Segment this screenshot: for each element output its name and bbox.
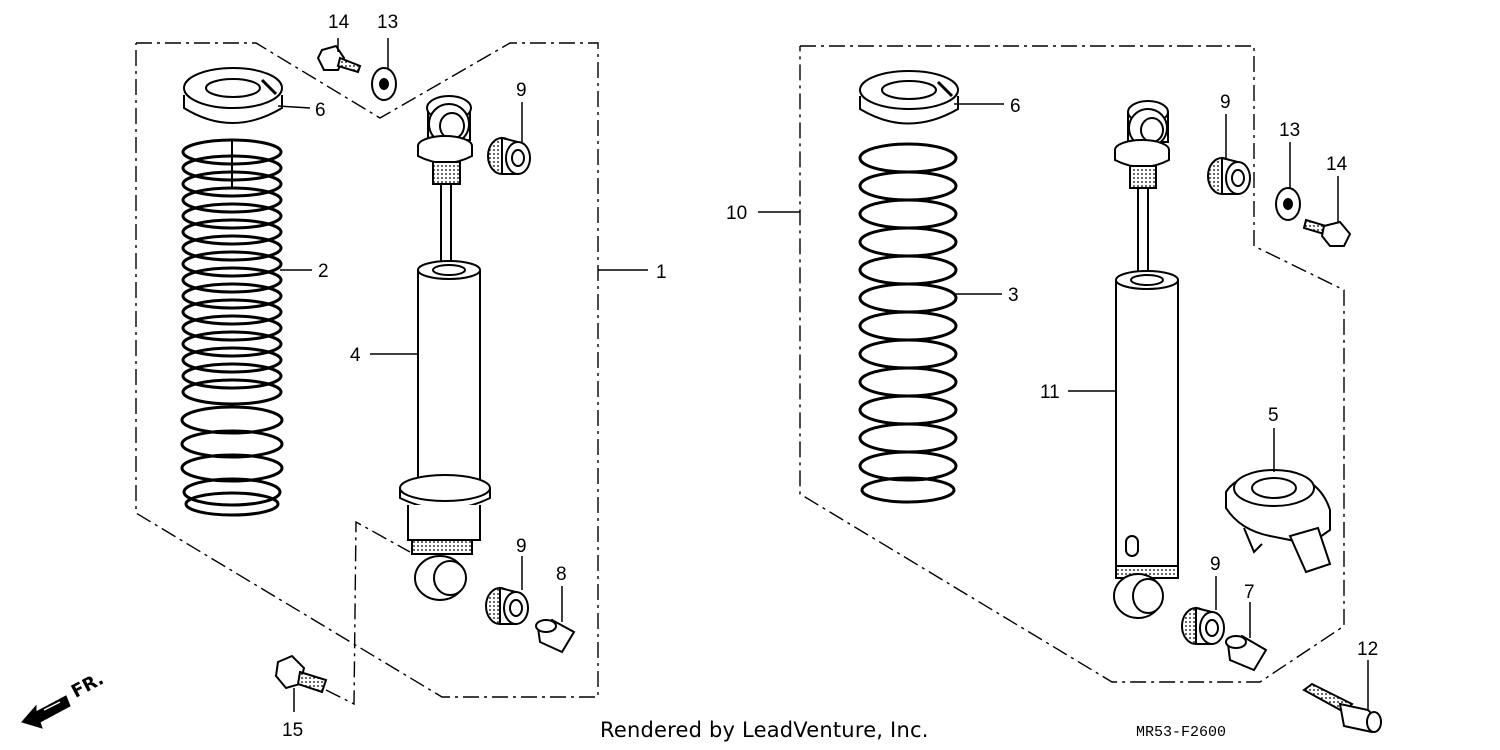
spring-seat-left — [183, 67, 283, 124]
callout-9-right-upper: 9 — [1220, 92, 1231, 113]
callout-10: 10 — [726, 203, 747, 224]
callout-2: 2 — [318, 261, 329, 282]
spring-adjuster — [1225, 469, 1332, 574]
callout-12: 12 — [1357, 639, 1378, 660]
diagram-code: MR53-F2600 — [1136, 724, 1227, 741]
callout-numbers: 1 2 3 4 5 6 6 7 8 9 9 9 9 10 11 12 13 13… — [282, 12, 1378, 741]
callout-3: 3 — [1008, 285, 1019, 306]
collar-right — [1225, 634, 1268, 672]
collar-left — [535, 618, 576, 654]
coil-spring-left — [180, 138, 284, 517]
callout-14-right: 14 — [1326, 154, 1348, 175]
callout-8: 8 — [556, 564, 567, 585]
front-direction-arrow-icon — [21, 695, 71, 729]
callout-14-left: 14 — [328, 12, 350, 33]
callout-9-left-upper: 9 — [516, 80, 527, 101]
callout-9-left-lower: 9 — [516, 536, 527, 557]
coil-spring-right — [858, 142, 958, 504]
bushing-left-upper — [487, 136, 531, 175]
leader-lines — [277, 38, 1369, 712]
shock-absorber-right — [1113, 100, 1179, 619]
bushing-left-lower — [485, 586, 529, 625]
callout-6-left: 6 — [315, 100, 326, 121]
spring-seat-right — [859, 70, 959, 125]
callout-6-right: 6 — [1010, 96, 1021, 117]
bolt-right-top — [1302, 218, 1352, 247]
callout-4: 4 — [350, 345, 361, 366]
washer-right — [1275, 187, 1301, 221]
footer-credit: Rendered by LeadVenture, Inc. — [600, 718, 929, 742]
bushing-right-lower — [1181, 606, 1225, 645]
callout-13-left: 13 — [377, 12, 398, 33]
bushing-right-upper — [1207, 156, 1251, 195]
callout-9-right-lower: 9 — [1210, 554, 1221, 575]
bolt-left-bottom — [274, 654, 328, 694]
washer-left-top — [371, 67, 397, 101]
bolt-leader-left — [325, 520, 411, 706]
bolt-left-top — [316, 44, 362, 74]
callout-11: 11 — [1040, 382, 1060, 403]
callout-15: 15 — [282, 720, 303, 741]
pin-bolt-right — [1302, 682, 1382, 734]
callout-13-right: 13 — [1279, 120, 1300, 141]
callout-1: 1 — [656, 262, 667, 283]
left-assembly-boundary — [135, 42, 599, 698]
callout-7: 7 — [1244, 582, 1255, 603]
right-assembly-boundary — [799, 45, 1345, 683]
callout-5: 5 — [1268, 405, 1279, 426]
shock-absorber-left — [399, 95, 491, 601]
